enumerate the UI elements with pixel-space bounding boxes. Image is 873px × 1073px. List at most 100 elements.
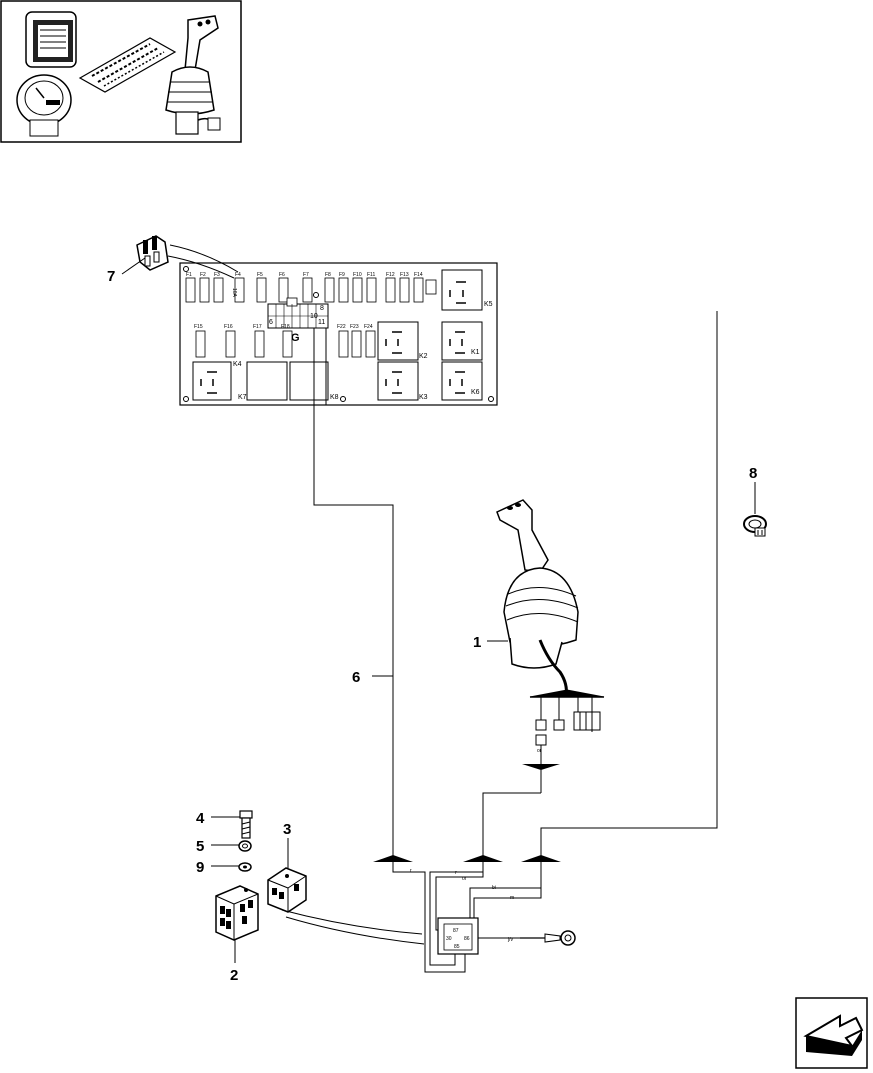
pin-label-6: 6: [269, 319, 273, 326]
fuse-f12: [385, 277, 396, 303]
fuse-label-f16: F16: [224, 324, 233, 330]
nut-part: [238, 840, 252, 852]
fuse-f18: [282, 330, 293, 358]
wire-right: [540, 311, 718, 857]
fuse-label-f13: F13: [400, 272, 409, 278]
callout-2: 2: [230, 967, 238, 984]
relay-k4: K4: [192, 361, 242, 401]
relay-k4-label: K4: [233, 361, 242, 368]
relay-k7-label: K7: [238, 394, 247, 401]
connector-label-g: G: [291, 332, 300, 344]
fuse-label-f23: F23: [350, 324, 359, 330]
wire-label-m: m: [510, 895, 514, 901]
relay-k7: K7: [238, 361, 288, 401]
callout-3: 3: [283, 821, 291, 838]
fuse-f22: [338, 330, 349, 358]
wire-label-r-2: r: [455, 870, 457, 876]
relay-part: [267, 867, 307, 913]
pin-label-10: 10: [310, 313, 318, 320]
fuse-label-f8: F8: [325, 272, 331, 278]
fuse-label-f4: F4: [235, 272, 241, 278]
callout-4: 4: [196, 810, 205, 827]
fuse-f14: [413, 277, 424, 303]
fuse-label-f5: F5: [257, 272, 263, 278]
relay-k8: K8: [289, 361, 339, 401]
fuse-f7: [302, 277, 313, 303]
fuse-part: [136, 235, 239, 279]
fuse-label-f6: F6: [279, 272, 285, 278]
thumbnail-gauge-icon: [16, 74, 72, 137]
thumbnail-joystick-icon: [165, 15, 221, 135]
fuse-f24: [365, 330, 376, 358]
relay-k5: K5: [441, 269, 493, 311]
previous-page-arrow-icon[interactable]: [795, 997, 868, 1069]
callout-9: 9: [196, 859, 204, 876]
relay-k3-label: K3: [419, 394, 428, 401]
wire-joystick: [482, 792, 541, 857]
fuse-label-f12: F12: [386, 272, 395, 278]
relay-k8-label: K8: [330, 394, 339, 401]
relay-k2-label: K2: [419, 353, 428, 360]
relay-pin-86: 86: [464, 936, 470, 942]
relay-socket-symbol: 87 30 86 85: [437, 917, 479, 955]
fuse-f23: [351, 330, 362, 358]
fuse-label-f10: F10: [353, 272, 362, 278]
wire-label-r-1: r: [410, 868, 412, 874]
fuse-f9: [338, 277, 349, 303]
relay-k2: K2: [377, 321, 428, 361]
wire-label-or: or: [462, 876, 467, 882]
fuse-label-f2: F2: [200, 272, 206, 278]
thumbnail-panel: [0, 0, 242, 143]
relay-k5-label: K5: [484, 301, 493, 308]
wire-label-jv: j/v: [507, 937, 514, 943]
pin-label-8: 8: [320, 305, 324, 312]
pin-label-11: 11: [318, 319, 325, 326]
callout-6: 6: [352, 669, 360, 686]
relay-wiring: [392, 862, 545, 973]
fuse-f17: [254, 330, 265, 358]
wire-label-bi: bi: [492, 885, 496, 891]
relay-socket-part: [215, 885, 259, 941]
fuse-label-f17: F17: [253, 324, 262, 330]
fuse-label-f3: F3: [214, 272, 220, 278]
fuse-f6: [278, 277, 289, 303]
washer-part: [238, 862, 252, 872]
fuse-f3: [213, 277, 224, 303]
fuse-f10: [352, 277, 363, 303]
fuse-f1: [185, 277, 196, 303]
relay-k1-label: K1: [471, 349, 480, 356]
joystick-harness-connectors: or: [522, 689, 605, 793]
joystick-part: [496, 499, 579, 697]
fuse-f2: [199, 277, 210, 303]
fuse-f4: [234, 277, 245, 303]
fuse-label-f7: F7: [303, 272, 309, 278]
connector-block-g: 6 8 10 11 G: [267, 297, 329, 344]
wire-label-or-joystick: or: [537, 748, 542, 754]
fuse-f5: [256, 277, 267, 303]
relay-k3: K3: [377, 361, 428, 401]
bolt-part: [239, 810, 253, 839]
relay-pin-87: 87: [453, 928, 459, 934]
wire-harness-6: [313, 328, 394, 857]
relay-pin-85: 85: [454, 944, 460, 950]
fuse-label-f11: F11: [367, 272, 375, 278]
fuse-f4-rating: 10A: [231, 288, 237, 298]
relay-k6-label: K6: [471, 389, 480, 396]
fuse-label-f15: F15: [194, 324, 203, 330]
fuse-label-f18: F18: [281, 324, 290, 330]
callout-7: 7: [107, 268, 115, 285]
fuse-label-f9: F9: [339, 272, 345, 278]
relay-pin-30: 30: [446, 936, 452, 942]
relay-k6: K6: [441, 361, 483, 401]
fuse-f16: [225, 330, 236, 358]
fuse-label-f14: F14: [414, 272, 423, 278]
ring-terminal: [520, 930, 576, 946]
fuse-f11: [366, 277, 377, 303]
thumbnail-board-icon: [78, 37, 177, 93]
fuse-label-f24: F24: [364, 324, 373, 330]
fuse-f13: [399, 277, 410, 303]
harness-split-markers: [373, 855, 561, 862]
callout-8: 8: [749, 465, 757, 482]
